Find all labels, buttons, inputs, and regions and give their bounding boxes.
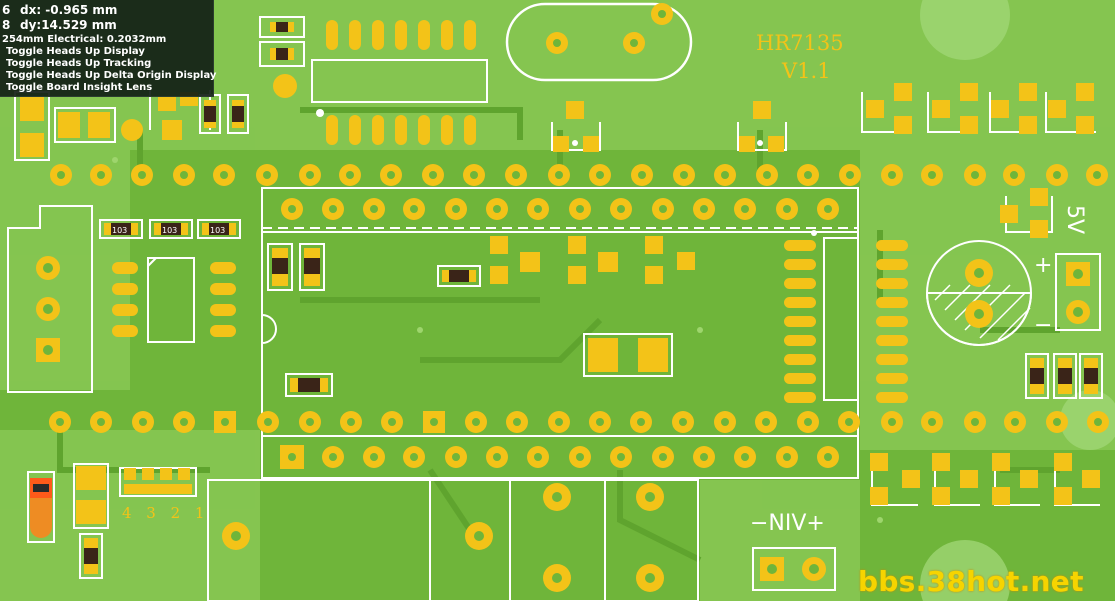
- watermark: bbs.38hot.net: [858, 564, 1115, 601]
- ic-u2-soic[interactable]: [112, 257, 236, 343]
- cap-minus-sign: −: [1034, 313, 1052, 338]
- header-row-mid-holes: [56, 418, 1102, 426]
- hud-dx-prefix: 6: [2, 3, 11, 17]
- hud-dy-prefix: 8: [2, 18, 11, 32]
- resistors-topleft: [204, 22, 294, 128]
- crystal-y1[interactable]: [505, 2, 693, 82]
- resistor-array-right: [1025, 353, 1103, 399]
- resistor-code-label: 103: [210, 226, 225, 235]
- hud-toggle-delta-origin[interactable]: Toggle Heads Up Delta Origin Display: [6, 70, 217, 81]
- resistor-code-label: 103: [112, 226, 127, 235]
- resistor-array-left: [99, 219, 241, 239]
- capacitor-electrolytic-c1[interactable]: [925, 240, 1033, 346]
- connector-vin[interactable]: [752, 547, 836, 591]
- cap-plus-sign: +: [1034, 253, 1052, 278]
- smd-array-topright: [861, 83, 1096, 134]
- terminal-pads: [222, 483, 664, 592]
- smd-array-bottomright: [870, 453, 1100, 506]
- header-row-top: [50, 164, 1108, 186]
- vin-label: −NIV+: [750, 511, 825, 536]
- board-version-label: V1.1: [781, 59, 831, 83]
- hud-dy: dy:14.529 mm: [20, 18, 117, 32]
- header-row-top-holes: [57, 171, 1101, 179]
- hud-dx: dx: -0.965 mm: [20, 3, 118, 17]
- header-row-mid: [49, 411, 1109, 433]
- heads-up-display: 6 dx: -0.965 mm 8 dy:14.529 mm 254mm Ele…: [0, 0, 217, 97]
- hud-toggle-tracking[interactable]: Toggle Heads Up Tracking: [6, 58, 152, 69]
- connector-5v[interactable]: [1055, 253, 1101, 331]
- smd-parts-bottomleft: [73, 463, 197, 579]
- hud-electrical: 254mm Electrical: 0.2032mm: [2, 34, 167, 45]
- watermark-text: bbs.38hot.net: [858, 565, 1084, 598]
- board-name-label: HR7135: [756, 31, 844, 55]
- voltage-label-5v: 5V: [1062, 205, 1087, 234]
- resistor-code-label: 103: [162, 226, 177, 235]
- ic-u1-soic[interactable]: [311, 20, 488, 145]
- connector-j1[interactable]: [7, 205, 93, 393]
- connector-terminal-block[interactable]: [207, 479, 699, 601]
- transistor-q3: [1000, 188, 1053, 238]
- ic-u3-soic[interactable]: [784, 237, 908, 403]
- hud-toggle-insight-lens[interactable]: Toggle Board Insight Lens: [6, 82, 153, 93]
- hud-toggle-display[interactable]: Toggle Heads Up Display: [6, 46, 145, 57]
- transistor-q2: [737, 101, 787, 152]
- module-pins-bottom-holes: [288, 453, 832, 461]
- module-pins-top-holes: [288, 205, 832, 213]
- module-smd-parts: [267, 236, 695, 397]
- diode-d1[interactable]: [27, 471, 55, 543]
- transistor-q1: [551, 101, 601, 152]
- pin-number-label: 4 3 2 1: [122, 504, 209, 522]
